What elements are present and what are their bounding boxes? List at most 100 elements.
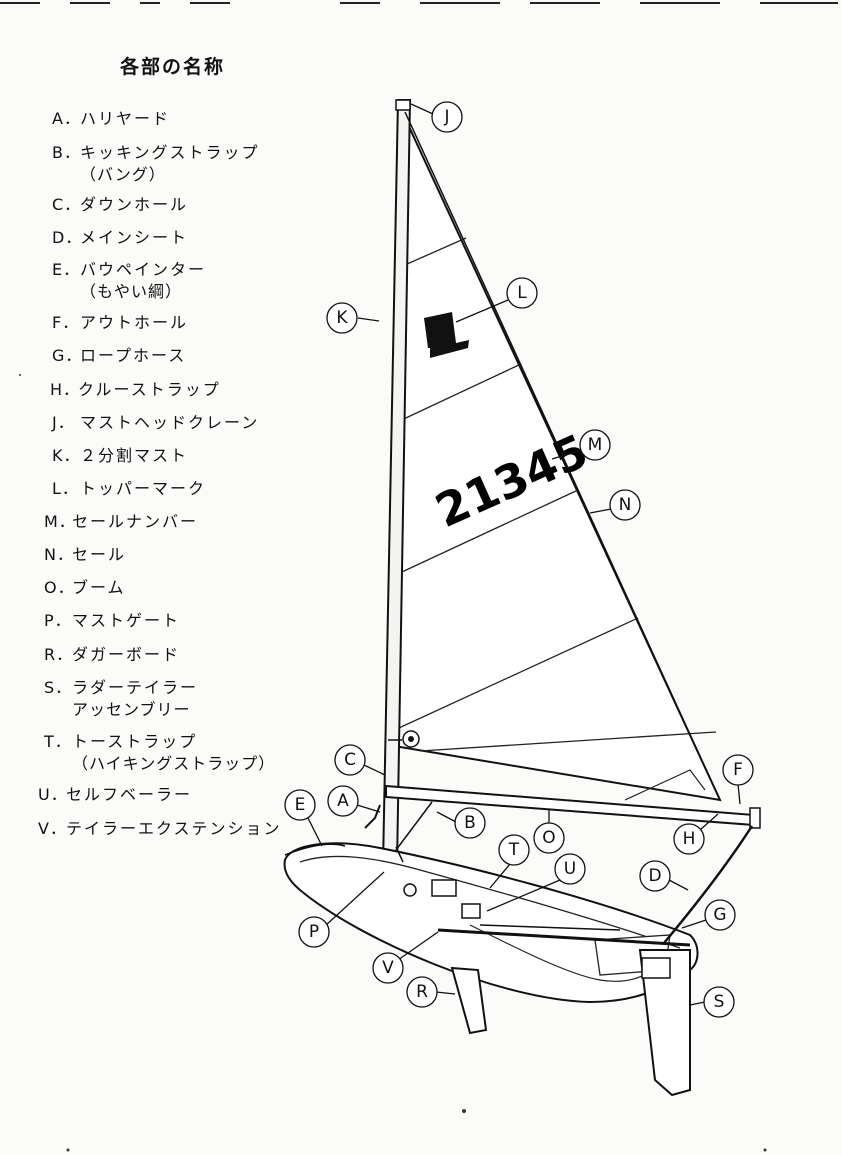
legend-item-o: O．ブーム xyxy=(44,577,126,599)
svg-text:C: C xyxy=(344,750,356,770)
legend-text: アウトホール xyxy=(80,313,189,332)
legend-key: K． xyxy=(52,446,81,465)
daggerboard xyxy=(450,966,488,1035)
callout-s: S xyxy=(689,986,735,1018)
legend-item-f: F．アウトホール xyxy=(52,312,188,334)
legend-subtext: （バング） xyxy=(80,165,166,184)
svg-text:H: H xyxy=(683,829,696,849)
boom xyxy=(385,784,761,829)
svg-text:B: B xyxy=(464,813,476,833)
svg-text:O: O xyxy=(542,828,555,848)
legend-key: R． xyxy=(44,645,74,664)
svg-text:R: R xyxy=(416,982,428,1002)
legend-text: クルーストラップ xyxy=(78,380,221,399)
legend-item-m: M．セールナンバー xyxy=(44,511,198,533)
svg-text:L: L xyxy=(517,283,527,303)
svg-text:S: S xyxy=(714,992,725,1012)
legend-text: キッキングストラップ xyxy=(80,143,260,162)
legend-item-n: N．セール xyxy=(44,544,126,566)
legend-key: N． xyxy=(44,545,74,564)
legend-text: トッパーマーク xyxy=(80,479,207,498)
callout-j: J xyxy=(410,101,463,133)
topper-mark-hat-icon xyxy=(424,312,469,358)
legend-key: C． xyxy=(52,195,82,214)
legend-text: セール xyxy=(72,545,127,564)
legend-item-d: D．メインシート xyxy=(52,227,188,249)
legend-item-j: J． マストヘッドクレーン xyxy=(52,412,259,434)
legend-item-k: K．２分割マスト xyxy=(52,445,188,467)
rudder-assembly xyxy=(638,949,691,1097)
legend-item-h: H．クルーストラップ xyxy=(50,379,221,401)
legend-text: ダガーボード xyxy=(72,645,181,664)
svg-text:J: J xyxy=(443,107,449,127)
legend-key: V． xyxy=(38,819,67,838)
legend-key: H． xyxy=(50,380,81,399)
legend-text: バウペインター xyxy=(80,260,207,279)
svg-text:F: F xyxy=(733,760,743,780)
callout-n: N xyxy=(589,489,641,521)
page-title: 各部の名称 xyxy=(120,56,226,78)
legend-text: ロープホース xyxy=(80,346,187,365)
callout-t: T xyxy=(489,834,530,889)
legend-item-p: P．マストゲート xyxy=(44,610,180,632)
legend-key: F． xyxy=(52,313,80,332)
tiller-extension xyxy=(437,924,691,947)
legend-subtext: アッセンブリー xyxy=(72,700,191,719)
hull xyxy=(283,842,699,1004)
legend-text: メインシート xyxy=(80,228,189,247)
legend-key: E． xyxy=(52,260,81,279)
legend-key: L． xyxy=(52,479,79,498)
callout-c: C xyxy=(334,744,386,776)
legend-text: トーストラップ xyxy=(72,732,198,751)
svg-text:K: K xyxy=(336,308,348,328)
callout-v: V xyxy=(372,931,439,984)
legend-item-r: R．ダガーボード xyxy=(44,644,180,666)
svg-text:N: N xyxy=(619,495,632,515)
legend-item-v: V．テイラーエクステンション xyxy=(38,818,282,840)
legend-key: T． xyxy=(44,732,72,751)
callout-m: M xyxy=(551,429,611,461)
svg-text:V: V xyxy=(382,958,394,978)
legend-text: ハリヤード xyxy=(80,109,171,128)
callout-p: P xyxy=(298,871,385,948)
legend-item-b: B．キッキングストラップ （バング） xyxy=(52,142,260,186)
legend-key: P． xyxy=(44,611,72,630)
legend-key: S． xyxy=(44,678,73,697)
legend-key: O． xyxy=(44,578,75,597)
callout-f: F xyxy=(722,754,754,805)
svg-text:U: U xyxy=(564,859,576,879)
svg-text:E: E xyxy=(295,795,306,815)
callout-r: R xyxy=(406,976,456,1008)
legend-key: U． xyxy=(38,785,68,804)
sail-logo-icon xyxy=(402,730,420,748)
legend-key: A． xyxy=(52,109,81,128)
sail-battens xyxy=(387,237,717,752)
legend-text: セルフベーラー xyxy=(66,785,193,804)
legend-key: G． xyxy=(52,346,83,365)
callout-k: K xyxy=(326,302,380,334)
legend-key: M． xyxy=(44,512,76,531)
callout-d: D xyxy=(639,860,689,892)
svg-text:A: A xyxy=(337,791,349,811)
legend-text: ２分割マスト xyxy=(80,446,189,465)
callout-h: H xyxy=(673,813,719,855)
legend-text: マストゲート xyxy=(72,611,181,630)
legend-subtext: （ハイキングストラップ） xyxy=(72,754,276,773)
callout-a: A xyxy=(327,785,381,817)
legend-item-t: T．トーストラップ （ハイキングストラップ） xyxy=(44,731,275,775)
callout-o: O xyxy=(533,810,565,854)
legend-text: テイラーエクステンション xyxy=(66,819,282,838)
callout-l: L xyxy=(455,277,538,323)
legend-text: マストヘッドクレーン xyxy=(80,413,260,432)
callout-e: E xyxy=(284,789,323,847)
svg-text:T: T xyxy=(508,840,520,860)
legend-subtext: （もやい綱） xyxy=(80,282,183,301)
callout-b: B xyxy=(436,807,486,839)
legend-item-c: C．ダウンホール xyxy=(52,194,188,216)
svg-text:M: M xyxy=(588,435,603,455)
legend-key: J． xyxy=(52,413,75,432)
legend-item-l: L．トッパーマーク xyxy=(52,478,206,500)
legend-text: ラダーテイラー xyxy=(72,678,199,697)
